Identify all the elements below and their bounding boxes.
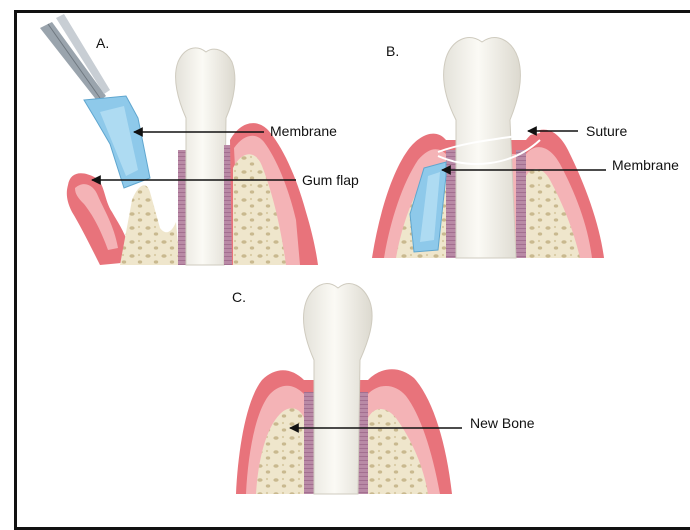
panel-a: A. bbox=[40, 14, 318, 265]
label-new-bone: New Bone bbox=[470, 415, 535, 431]
panel-a-letter: A. bbox=[96, 35, 109, 51]
label-suture: Suture bbox=[586, 123, 627, 139]
panel-b-letter: B. bbox=[386, 43, 399, 59]
label-membrane-b: Membrane bbox=[612, 157, 679, 173]
panel-c-letter: C. bbox=[232, 289, 246, 305]
bone-left-a bbox=[120, 185, 180, 265]
label-gum-flap: Gum flap bbox=[302, 172, 359, 188]
panel-c: C. bbox=[232, 284, 452, 494]
label-membrane-a: Membrane bbox=[270, 123, 337, 139]
forceps-icon bbox=[40, 14, 110, 102]
panel-b: B. bbox=[372, 38, 604, 258]
